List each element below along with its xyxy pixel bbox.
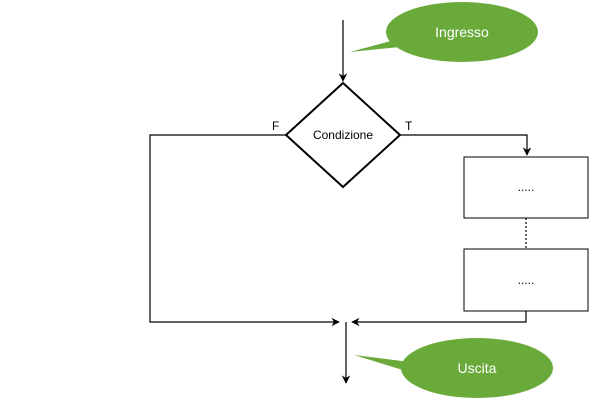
process-block-bottom: ..... <box>463 248 589 312</box>
output-callout-bubble <box>401 338 553 398</box>
decision-label: Condizione <box>313 128 373 142</box>
true-branch-label: T <box>405 119 413 133</box>
input-callout: Ingresso <box>350 2 538 62</box>
false-branch-label: F <box>272 119 279 133</box>
true-branch-return-path <box>351 311 527 327</box>
process-block-top: ..... <box>463 156 589 219</box>
output-callout-tail <box>354 355 410 371</box>
process-block-top-text: ..... <box>518 180 535 194</box>
process-block-bottom-rect <box>463 248 589 312</box>
output-callout-text: Uscita <box>458 360 497 376</box>
true-branch-path <box>400 134 532 156</box>
false-branch-path <box>149 134 340 327</box>
input-callout-text: Ingresso <box>435 24 489 40</box>
decision-node: Condizione <box>284 81 402 189</box>
decision-diamond <box>284 81 402 189</box>
input-callout-bubble <box>386 2 538 62</box>
output-callout: Uscita <box>354 338 553 398</box>
process-block-bottom-text: ..... <box>518 273 535 287</box>
process-block-top-rect <box>463 156 589 219</box>
